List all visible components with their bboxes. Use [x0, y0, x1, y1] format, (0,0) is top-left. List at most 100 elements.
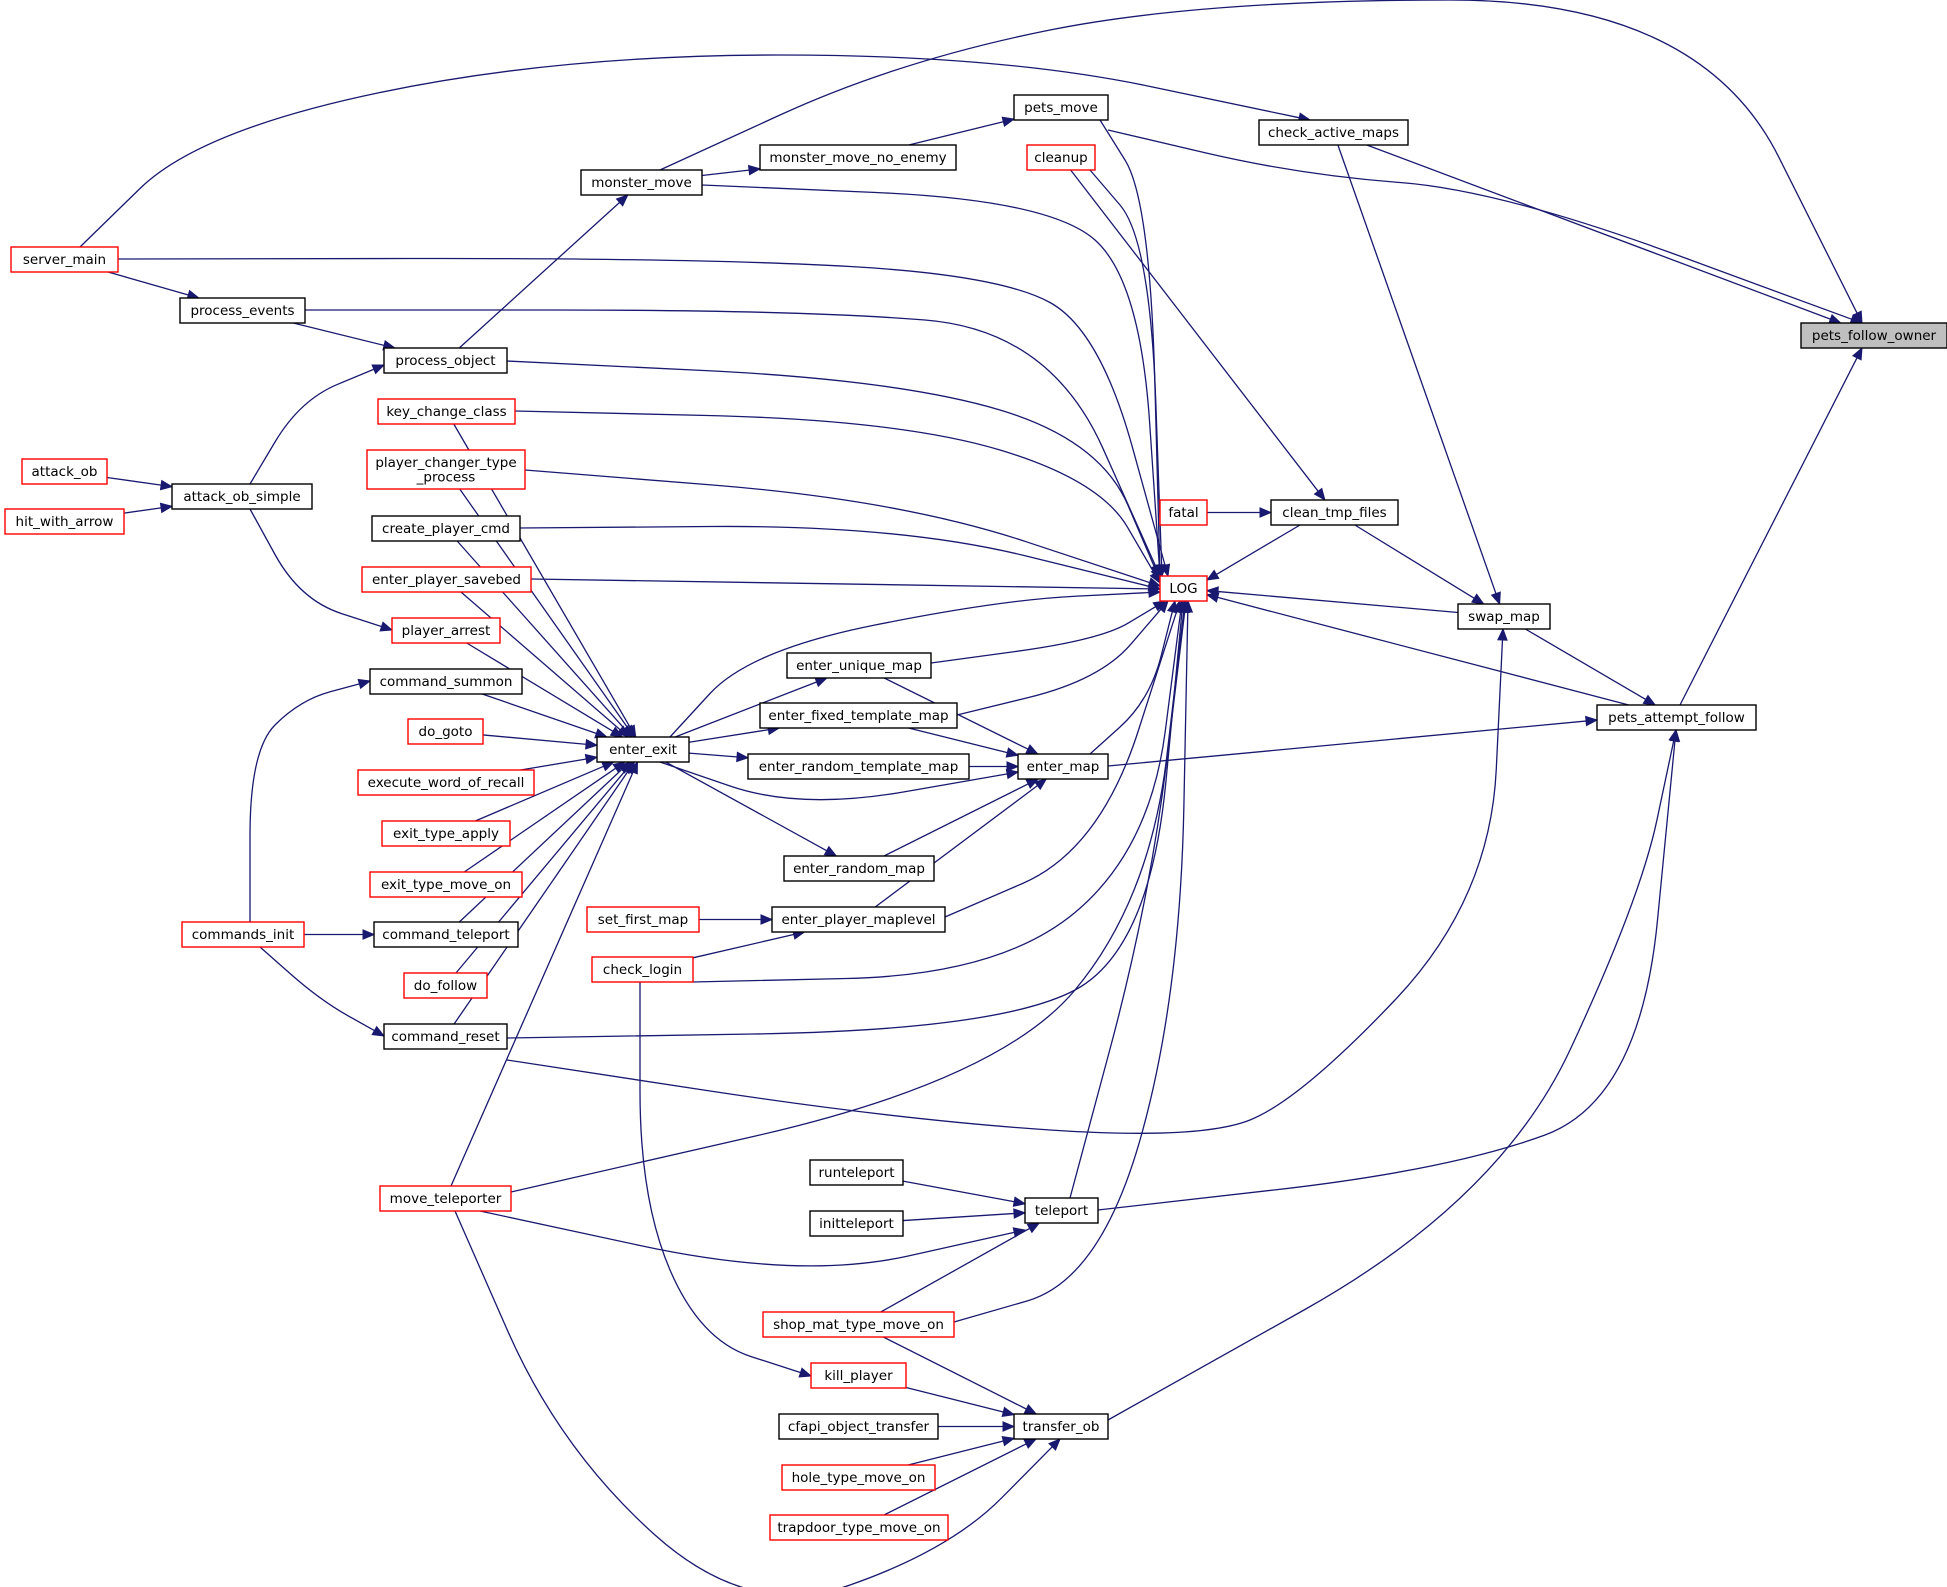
node-label: do_goto [419, 724, 473, 740]
node-player-arrest[interactable]: player_arrest [391, 617, 501, 644]
node-player-changer-type-process[interactable]: player_changer_type_process [366, 449, 526, 490]
node-label: hit_with_arrow [16, 514, 114, 530]
call-edge-initteleport-to-teleport [902, 1208, 1027, 1222]
node-do-goto[interactable]: do_goto [407, 718, 484, 745]
edge-line [524, 469, 1151, 584]
node-label: runteleport [819, 1165, 895, 1181]
node-create-player-cmd[interactable]: create_player_cmd [371, 515, 521, 542]
node-cfapi-object-transfer[interactable]: cfapi_object_transfer [778, 1413, 939, 1440]
node-label: check_login [603, 962, 682, 978]
node-kill-player[interactable]: kill_player [810, 1362, 907, 1389]
arrowhead-icon [1585, 715, 1599, 727]
edge-line [692, 933, 795, 959]
call-edge-move-teleporter-to-LOG [510, 599, 1189, 1193]
arrowhead-icon [627, 760, 639, 775]
node-enter-fixed-template-map[interactable]: enter_fixed_template_map [759, 702, 958, 729]
node-attack-ob[interactable]: attack_ob [21, 458, 108, 485]
node-box [781, 1464, 936, 1491]
node-process-events[interactable]: process_events [179, 297, 306, 324]
node-enter-player-savebed[interactable]: enter_player_savebed [361, 566, 532, 593]
node-enter-exit[interactable]: enter_exit [596, 736, 690, 763]
node-cleanup[interactable]: cleanup [1026, 144, 1096, 171]
node-enter-map[interactable]: enter_map [1017, 753, 1109, 780]
node-server-main[interactable]: server_main [10, 246, 119, 273]
call-edge-enter-map-to-LOG [1089, 599, 1178, 755]
arrowhead-icon [1852, 310, 1863, 325]
node-process-object[interactable]: process_object [383, 347, 508, 374]
edge-line [883, 782, 1030, 857]
node-runteleport[interactable]: runteleport [809, 1159, 904, 1186]
node-teleport[interactable]: teleport [1024, 1197, 1099, 1224]
node-fatal[interactable]: fatal [1159, 499, 1208, 526]
node-clean-tmp-files[interactable]: clean_tmp_files [1270, 499, 1399, 526]
node-key-change-class[interactable]: key_change_class [377, 398, 516, 425]
node-command-summon[interactable]: command_summon [369, 668, 523, 695]
node-enter-player-maplevel[interactable]: enter_player_maplevel [771, 906, 946, 933]
node-commands-init[interactable]: commands_init [181, 921, 305, 948]
arrowhead-icon [1668, 728, 1679, 743]
node-label: player_arrest [402, 623, 491, 639]
node-enter-random-map[interactable]: enter_random_map [783, 855, 935, 882]
node-enter-unique-map[interactable]: enter_unique_map [786, 652, 932, 679]
node-pets-attempt-follow[interactable]: pets_attempt_follow [1596, 704, 1757, 731]
node-swap-map[interactable]: swap_map [1457, 603, 1551, 630]
call-edge-hole-type-move-on-to-transfer-ob [907, 1435, 1016, 1466]
node-check-active-maps[interactable]: check_active_maps [1258, 119, 1409, 146]
call-edge-cfapi-object-transfer-to-transfer-ob [938, 1421, 1016, 1432]
call-edge-check-active-maps-to-pets-follow-owner [1366, 144, 1842, 324]
node-enter-random-template-map[interactable]: enter_random_template_map [747, 753, 970, 780]
edge-line [506, 638, 1504, 1134]
edge-line [956, 608, 1162, 716]
node-hit-with-arrow[interactable]: hit_with_arrow [4, 508, 125, 535]
arrowhead-icon [1166, 599, 1178, 614]
node-label: enter_player_maplevel [781, 912, 935, 928]
edge-line [482, 693, 598, 735]
node-attack-ob-simple[interactable]: attack_ob_simple [171, 483, 313, 510]
call-edge-monster-move-to-pets-follow-owner [659, 0, 1863, 325]
call-edge-enter-player-savebed-to-enter-exit [460, 591, 630, 738]
node-pets-move[interactable]: pets_move [1013, 94, 1109, 121]
node-box [357, 769, 535, 796]
edge-line [107, 271, 190, 296]
node-monster-move[interactable]: monster_move [580, 169, 703, 196]
node-LOG[interactable]: LOG [1159, 575, 1208, 602]
node-label: execute_word_of_recall [368, 775, 525, 791]
node-do-follow[interactable]: do_follow [403, 972, 488, 999]
node-transfer-ob[interactable]: transfer_ob [1013, 1413, 1109, 1440]
call-edge-runteleport-to-teleport [902, 1180, 1027, 1207]
edge-line [123, 507, 163, 514]
node-hole-type-move-on[interactable]: hole_type_move_on [781, 1464, 936, 1491]
call-edge-commands-init-to-command-reset [259, 946, 386, 1037]
node-label: trapdoor_type_move_on [777, 1520, 940, 1536]
node-exit-type-move-on[interactable]: exit_type_move_on [369, 871, 523, 898]
call-edge-pets-attempt-follow-to-pets-follow-owner [1679, 346, 1863, 706]
edge-line [883, 1442, 1028, 1516]
call-edge-swap-map-to-LOG [1205, 586, 1459, 614]
node-shop-mat-type-move-on[interactable]: shop_mat_type_move_on [762, 1311, 955, 1338]
node-check-login[interactable]: check_login [591, 956, 694, 983]
node-command-reset[interactable]: command_reset [383, 1023, 508, 1050]
node-box [586, 906, 700, 933]
node-box [759, 144, 957, 171]
call-edge-enter-player-savebed-to-LOG [530, 578, 1162, 595]
node-label: server_main [23, 252, 106, 268]
edge-line [907, 1440, 1005, 1466]
arrowhead-icon [379, 621, 394, 632]
node-move-teleporter[interactable]: move_teleporter [379, 1185, 512, 1212]
node-label: swap_map [1468, 609, 1540, 625]
call-edge-set-first-map-to-enter-player-maplevel [699, 914, 774, 925]
edge-line [259, 946, 376, 1032]
node-label: enter_random_map [793, 861, 925, 877]
edge-line [1679, 356, 1859, 706]
node-exit-type-apply[interactable]: exit_type_apply [381, 820, 511, 847]
node-trapdoor-type-move-on[interactable]: trapdoor_type_move_on [769, 1514, 949, 1541]
node-set-first-map[interactable]: set_first_map [586, 906, 700, 933]
node-monster-move-no-enemy[interactable]: monster_move_no_enemy [759, 144, 957, 171]
edge-line [1089, 610, 1174, 755]
node-command-teleport[interactable]: command_teleport [373, 921, 519, 948]
edge-line [874, 784, 1039, 908]
node-execute-word-of-recall[interactable]: execute_word_of_recall [357, 769, 535, 796]
node-initteleport[interactable]: initteleport [809, 1210, 904, 1237]
node-box [381, 820, 511, 847]
call-edge-enter-unique-map-to-LOG [930, 600, 1167, 664]
